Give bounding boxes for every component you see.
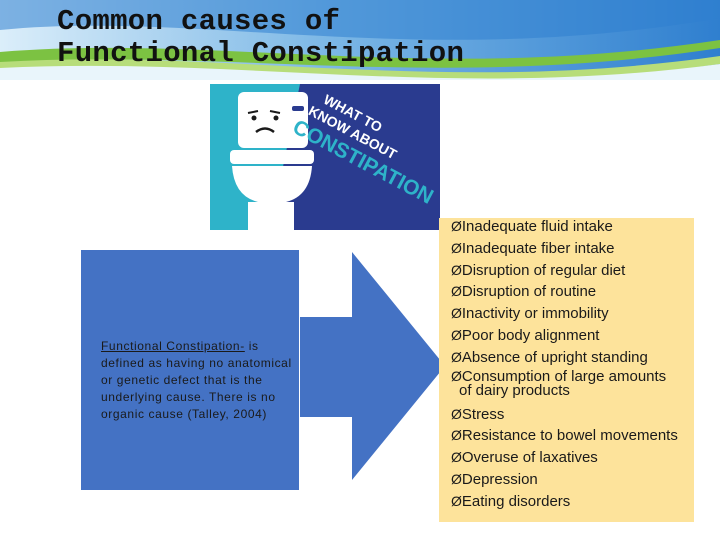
arrow-bullet-icon: Ø — [451, 470, 462, 487]
cause-item: ØStress — [451, 404, 696, 426]
definition-box — [81, 250, 299, 490]
constipation-illustration: WHAT TO KNOW ABOUT CONSTIPATION — [210, 84, 440, 230]
cause-item: ØDepression — [451, 469, 696, 491]
slide-title-line2: Functional Constipation — [57, 37, 465, 70]
slide-title: Common causes of Functional Constipation — [57, 6, 464, 70]
definition-text: is defined as having no anatomical or ge… — [101, 339, 292, 421]
cause-text: Inadequate fluid intake — [461, 218, 613, 235]
arrow-bullet-icon: Ø — [451, 427, 462, 444]
cause-item: ØEating disorders — [451, 491, 696, 513]
right-arrow-icon — [300, 252, 445, 480]
cause-text: Overuse of laxatives — [461, 449, 598, 467]
slide-title-line1: Common causes of — [57, 5, 341, 38]
cause-item: ØOveruse of laxatives — [451, 447, 696, 469]
arrow-bullet-icon: Ø — [451, 283, 462, 300]
cause-text: Disruption of regular diet — [461, 261, 626, 279]
arrow-bullet-icon: Ø — [451, 239, 462, 256]
cause-item: ØPoor body alignment — [451, 325, 696, 347]
cause-text: Resistance to bowel movements — [461, 427, 678, 445]
toilet-icon — [230, 92, 314, 230]
arrow-bullet-icon: Ø — [451, 348, 462, 365]
arrow-bullet-icon: Ø — [451, 492, 462, 509]
cause-text: Depression — [461, 470, 538, 488]
cause-item: ØAbsence of upright standing — [451, 347, 696, 369]
arrow-bullet-icon: Ø — [451, 218, 462, 234]
definition-note: Functional Constipation- is defined as h… — [101, 338, 297, 423]
header-banner — [0, 0, 720, 80]
cause-text: Disruption of routine — [461, 283, 597, 301]
cause-text: Poor body alignment — [461, 326, 600, 344]
arrow-bullet-icon: Ø — [451, 326, 462, 343]
cause-text-continued: of dairy products — [459, 381, 570, 399]
causes-box — [439, 218, 694, 522]
cause-item: ØInadequate fiber intake — [451, 238, 696, 260]
cause-item: ØResistance to bowel movements — [451, 425, 696, 447]
cause-text: Consumption of large amounts — [461, 367, 667, 385]
arrow-bullet-icon: Ø — [451, 305, 462, 322]
cause-text: Eating disorders — [461, 492, 571, 510]
definition-term: Functional Constipation- — [101, 339, 245, 353]
cause-text: Inactivity or immobility — [461, 305, 609, 323]
cause-text: Inadequate fiber intake — [461, 239, 615, 257]
cause-item: ØDisruption of routine — [451, 281, 696, 303]
arrow-bullet-icon: Ø — [451, 367, 462, 384]
arrow-bullet-icon: Ø — [451, 449, 462, 466]
cause-text: Stress — [461, 405, 505, 423]
cause-item: ØInactivity or immobility — [451, 303, 696, 325]
cause-item: ØInadequate fluid intake — [451, 216, 696, 238]
arrow-bullet-icon: Ø — [451, 405, 462, 422]
arrow-bullet-icon: Ø — [451, 261, 462, 278]
cause-item: ØDisruption of regular diet — [451, 260, 696, 282]
cause-text: Absence of upright standing — [461, 348, 648, 366]
